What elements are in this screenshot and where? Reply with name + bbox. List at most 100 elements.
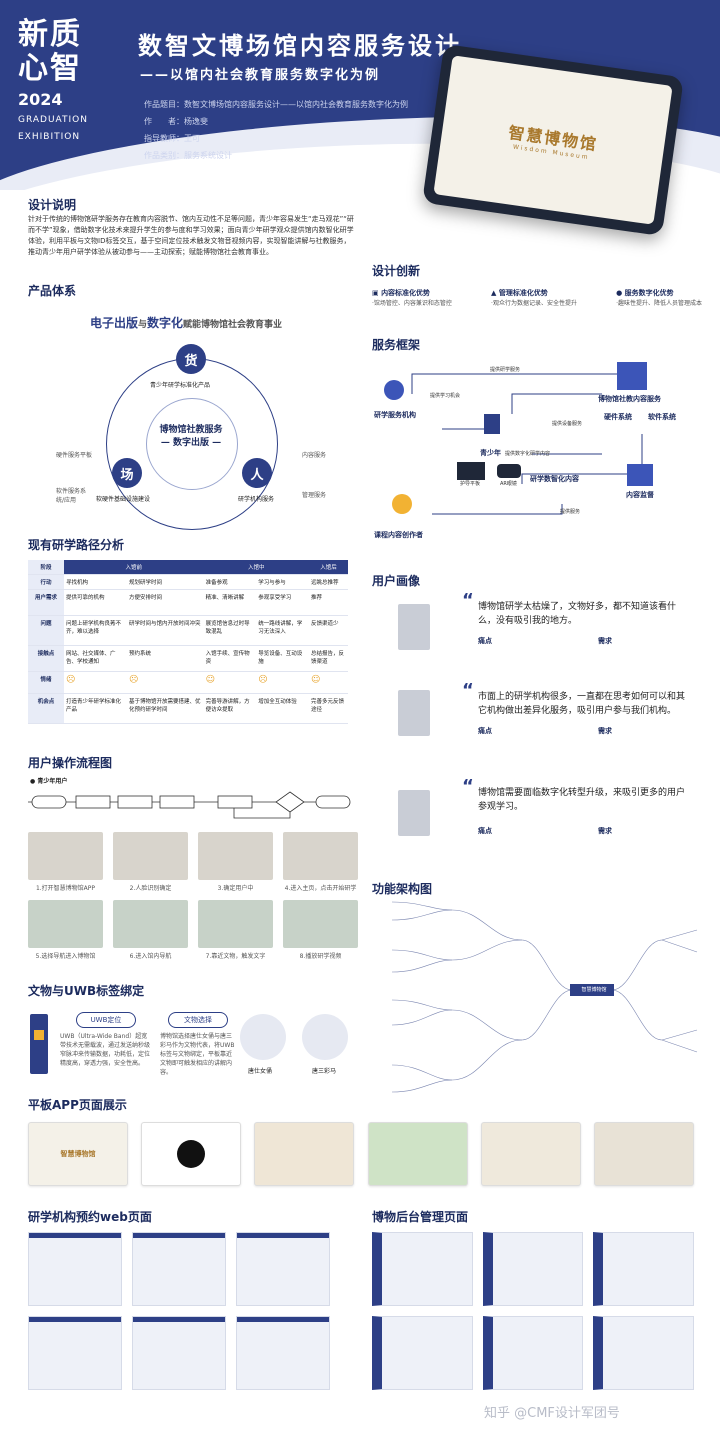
fw-review: 内容监督 bbox=[626, 491, 654, 499]
creator-icon bbox=[392, 494, 412, 514]
app-screen-home bbox=[254, 1122, 355, 1186]
web-page-thumb bbox=[236, 1316, 330, 1390]
web-page-thumb bbox=[28, 1232, 122, 1306]
user-icon: ● bbox=[616, 289, 623, 297]
admin-pages-grid bbox=[372, 1232, 694, 1390]
label-top: 青少年研学标准化产品 bbox=[150, 382, 211, 389]
side-right-1: 内容服务 bbox=[302, 452, 327, 459]
mindmap-root bbox=[570, 984, 614, 996]
web-pages-grid bbox=[28, 1232, 330, 1390]
persona-quote: 博物馆需要面临数字化转型升级，来吸引更多的用户参观学习。 bbox=[478, 788, 686, 812]
side-right-2: 管理服务 bbox=[302, 492, 327, 499]
label-right: 研学机构服务 bbox=[238, 496, 275, 503]
persona-quote: 博物馆研学太枯燥了，文物好多，都不知道该看什么，没有吸引我的地方。 bbox=[478, 602, 677, 626]
web-page-thumb bbox=[132, 1316, 226, 1390]
app-screen-map bbox=[367, 1122, 468, 1186]
persona-photo bbox=[398, 790, 430, 836]
fw-label: 提供研学服务 bbox=[490, 367, 521, 373]
app-screen-artifact bbox=[593, 1122, 694, 1186]
innovation-list: ▣ 内容标准化优势 ·馆场管控、内容兼识和态管控 ▲ 管理标准化优势 ·观众行为… bbox=[372, 288, 702, 307]
watermark: 知乎 @CMF设计军团号 bbox=[484, 1406, 620, 1421]
uwb-left-tag: UWB定位 bbox=[76, 1012, 136, 1028]
fw-label: 提供设备服务 bbox=[552, 421, 583, 427]
node-people: 人 bbox=[242, 458, 272, 488]
app-screen-face bbox=[141, 1122, 242, 1186]
flow-step: 4.进入主页，点击开始研学 bbox=[283, 832, 358, 892]
node-goods: 货 bbox=[176, 344, 206, 374]
framework-title: 服务框架 bbox=[372, 338, 421, 352]
page-title: 数智文博场馆内容服务设计 bbox=[138, 32, 462, 60]
admin-page-thumb bbox=[372, 1232, 473, 1306]
fw-label: 提供服务 bbox=[560, 509, 581, 515]
need-label: 需求 bbox=[598, 727, 612, 735]
admin-page-thumb bbox=[372, 1316, 473, 1390]
org-icon bbox=[384, 380, 404, 400]
product-title: 产品体系 bbox=[28, 284, 77, 298]
org-icon: ▲ bbox=[491, 289, 497, 297]
quote-icon: “ bbox=[462, 776, 474, 797]
admin-pages-title: 博物后台管理页面 bbox=[372, 1210, 469, 1224]
fw-platform: 博物馆社教内容服务 bbox=[598, 395, 661, 403]
fw-label: 提供学习机会 bbox=[430, 393, 461, 399]
app-screen-navigation bbox=[480, 1122, 581, 1186]
web-page-thumb bbox=[236, 1232, 330, 1306]
fw-org: 研学服务机构 bbox=[374, 411, 416, 419]
fw-hardware: 硬件系统 bbox=[604, 413, 632, 421]
artifact-name: 唐仕女俑 bbox=[248, 1068, 273, 1075]
pain-label: 痛点 bbox=[478, 727, 492, 735]
inner-ring bbox=[146, 398, 238, 490]
admin-page-thumb bbox=[482, 1232, 584, 1306]
quote-icon: “ bbox=[462, 590, 474, 611]
design-desc-title: 设计说明 bbox=[28, 198, 77, 212]
uwb-title: 文物与UWB标签绑定 bbox=[28, 984, 145, 998]
uwb-tag-device bbox=[30, 1014, 48, 1074]
teen-figure bbox=[484, 414, 500, 434]
quote-icon: “ bbox=[462, 680, 474, 701]
pain-label: 痛点 bbox=[478, 637, 492, 645]
admin-page-thumb bbox=[593, 1232, 694, 1306]
label-left: 软硬件基础设施建设 bbox=[96, 496, 151, 503]
pain-label: 痛点 bbox=[478, 827, 492, 835]
uwb-chip bbox=[34, 1030, 44, 1040]
function-title: 功能架构图 bbox=[372, 882, 433, 896]
fw-tablet: 护导平板 bbox=[460, 481, 481, 487]
tablet-app-title: 平板APP页面展示 bbox=[28, 1098, 127, 1112]
flow-title: 用户操作流程图 bbox=[28, 756, 113, 770]
artifact-figure-photo bbox=[240, 1014, 286, 1060]
flow-diagram bbox=[28, 791, 351, 819]
uwb-right-tag: 文物选择 bbox=[168, 1012, 228, 1028]
framework-diagram bbox=[384, 362, 653, 515]
flow-step: 3.确定用户中 bbox=[198, 832, 273, 892]
persona-quote: 市面上的研学机构很多，一直都在思考如何可以和其它机构做出差异化服务，吸引用户参与… bbox=[478, 692, 686, 716]
ar-glasses-icon bbox=[497, 464, 521, 478]
product-center: 博物馆社教服务 — 数字出版 — bbox=[159, 425, 223, 448]
page-subtitle: ——以馆内社会教育服务数字化为例 bbox=[140, 68, 381, 83]
flow-actor: ● 青少年用户 bbox=[30, 778, 68, 785]
tablet-icon bbox=[457, 462, 485, 480]
artifact-horse-photo bbox=[302, 1014, 348, 1060]
exhibition-logo: 新质 心智 2024 GRADUATION EXHIBITION bbox=[18, 17, 88, 143]
flow-step: 5.选择导航进入博物馆 bbox=[28, 900, 103, 960]
fw-ar: AR眼镜 bbox=[500, 481, 517, 487]
product-headline: 电子出版与数字化赋能博物馆社会教育事业 bbox=[90, 316, 283, 330]
tablet-app-screens: 智慧博物馆 bbox=[28, 1122, 694, 1186]
doc-icon: ▣ bbox=[372, 289, 379, 297]
side-left-1: 硬件服务平板 bbox=[56, 452, 93, 459]
mindmap-root-label: 智慧博物馆 bbox=[581, 987, 607, 993]
flow-steps: 1.打开智慧博物馆APP 2.人脸识别确定 3.确定用户中 4.进入主页，点击开… bbox=[28, 832, 358, 960]
server-icon bbox=[617, 362, 647, 390]
innovation-item: ● 服务数字化优势 ·趣味性提升、降低人员管理成本 bbox=[616, 289, 702, 307]
fw-label: 提供数字化研学内容 bbox=[505, 451, 551, 457]
research-title: 现有研学路径分析 bbox=[28, 538, 125, 552]
tablet-mockup: 智慧博物馆 Wisdom Museum bbox=[422, 43, 684, 237]
artifact-name: 唐三彩马 bbox=[312, 1068, 337, 1075]
need-label: 需求 bbox=[598, 637, 612, 645]
app-screen-splash: 智慧博物馆 bbox=[28, 1122, 128, 1186]
uwb-right-text: 博物馆选择唐仕女俑与唐三彩马作为文物代表，将UWB标签与文物绑定，平板靠近文物即… bbox=[160, 1033, 235, 1076]
flow-step: 8.播放研学视频 bbox=[283, 900, 358, 960]
flow-step: 1.打开智慧博物馆APP bbox=[28, 832, 103, 892]
review-icon bbox=[627, 464, 653, 486]
research-table: 阶段 入馆前 入馆中 入馆后 行动 寻找机构规划研学时间准备参观学习与参与远眺总… bbox=[28, 560, 348, 724]
persona-photo bbox=[398, 690, 430, 736]
user-profile-title: 用户画像 bbox=[372, 574, 421, 588]
